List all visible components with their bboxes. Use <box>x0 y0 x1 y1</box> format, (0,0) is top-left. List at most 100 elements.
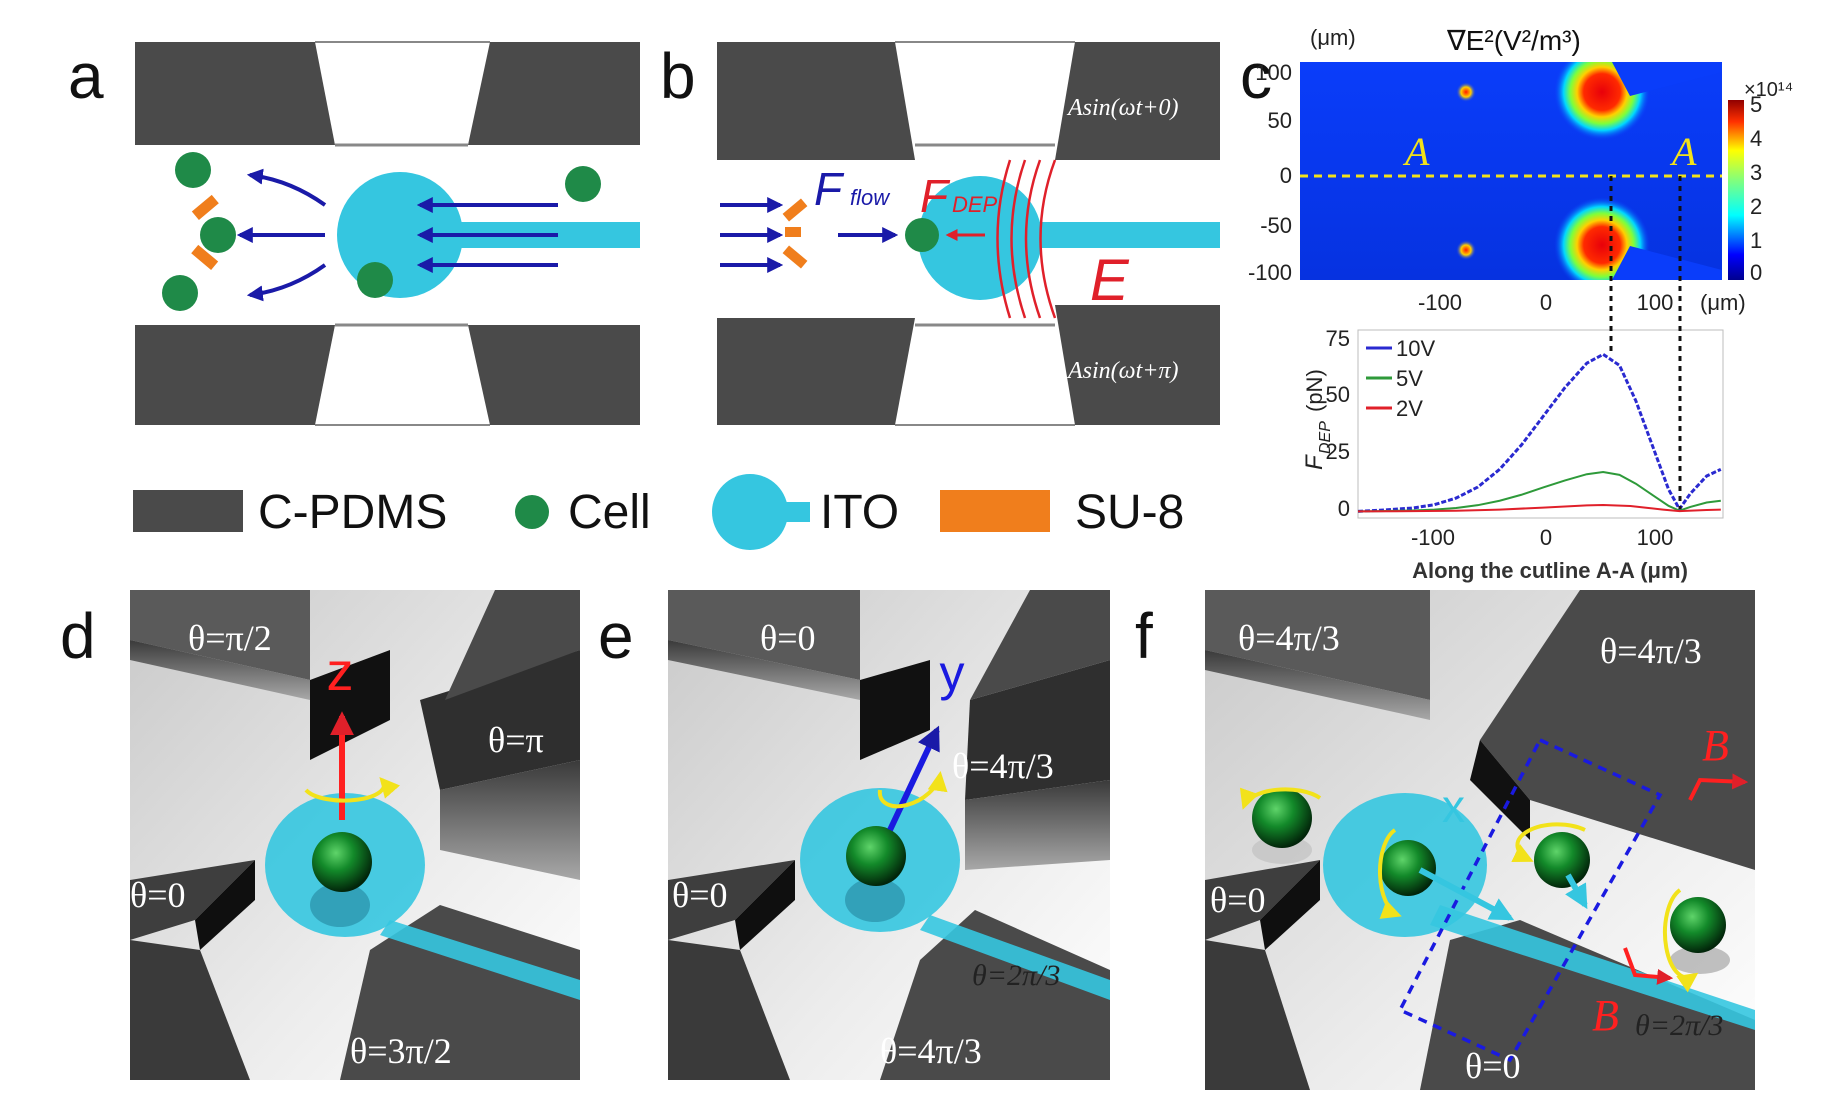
plot-y-tick: 75 <box>1326 326 1350 351</box>
colorbar-tick: 0 <box>1750 260 1762 285</box>
panel-f-label: f <box>1135 600 1153 672</box>
plot-y-ticks: 75 50 25 0 <box>1326 326 1350 521</box>
section-label-bottom: B <box>1592 991 1619 1040</box>
plot-y-tick: 50 <box>1326 382 1350 407</box>
plot-y-label-symbol: F <box>1301 454 1328 470</box>
plot-y-label-unit: (pN) <box>1302 369 1327 412</box>
colorbar-tick: 3 <box>1750 160 1762 185</box>
plot-x-tick: 0 <box>1540 525 1552 550</box>
axis-x-label: x <box>1442 780 1465 832</box>
map-x-tick: -100 <box>1418 290 1462 315</box>
field-e-label: E <box>1090 248 1130 313</box>
panel-a: a <box>68 40 640 426</box>
section-label-top: B <box>1702 721 1729 770</box>
rotation-direction-arrow-e <box>877 771 948 809</box>
cell-sphere-f <box>1534 832 1590 888</box>
panel-d-label: d <box>60 600 96 672</box>
panel-b-label: b <box>660 40 696 112</box>
theta-label: θ=0 <box>130 875 186 915</box>
panel-b: b Asin(ωt+0) Asin(ωt+π) <box>660 40 1220 426</box>
channel-walls-a <box>315 41 490 426</box>
legend-cpdms-label: C-PDMS <box>258 486 447 539</box>
field-map-title: ∇E²(V²/m³) <box>1446 25 1581 56</box>
map-y-ticks: 100 50 0 -50 -100 <box>1248 60 1292 285</box>
theta-label: θ=π <box>488 720 544 760</box>
legend: C-PDMS Cell ITO SU-8 <box>133 474 1184 550</box>
cutline-label-right: A <box>1669 129 1697 174</box>
legend-su8-swatch <box>940 490 1050 532</box>
su8-posts-b <box>782 198 808 269</box>
map-x-tick: 100 <box>1637 290 1674 315</box>
section-marker-bottom <box>1623 947 1674 985</box>
theta-label: θ=2π/3 <box>1635 1009 1723 1042</box>
map-x-tick: 0 <box>1540 290 1552 315</box>
rotation-axis-y-arrow <box>887 725 940 832</box>
scene-e <box>668 590 1110 1080</box>
map-y-tick: 50 <box>1268 108 1292 133</box>
plot-x-tick: -100 <box>1411 525 1455 550</box>
plot-y-tick: 25 <box>1326 439 1350 464</box>
cell-sphere-f <box>1380 840 1436 896</box>
theta-label: θ=π/2 <box>188 618 272 658</box>
panel-c-label: c <box>1240 40 1272 112</box>
cell-sphere-d <box>312 832 372 892</box>
rotation-axis-x-arrows <box>1418 867 1588 921</box>
electrode-a-bottom-left <box>135 325 335 425</box>
legend-cpdms-swatch <box>133 490 243 532</box>
rotation-direction-arrow-d <box>304 776 401 803</box>
theta-label: θ=0 <box>760 618 816 658</box>
plot-y-tick: 0 <box>1338 496 1350 521</box>
scene-f <box>1205 590 1755 1090</box>
series-line-5v <box>1357 470 1721 513</box>
plot-x-label: Along the cutline A-A (μm) <box>1412 558 1688 583</box>
panel-e: e y θ=0 θ=4π/3 θ=0 θ=2π/3 θ=4π/3 <box>598 590 1110 1080</box>
plot-y-label: F DEP (pN) <box>1301 369 1334 470</box>
su8-posts-a <box>191 194 219 270</box>
cells-f <box>1252 788 1730 974</box>
map-y-tick: -50 <box>1260 213 1292 238</box>
cross-section-box <box>1397 737 1663 1063</box>
axis-y-label: y <box>940 645 965 701</box>
legend-entry-2v: 2V <box>1396 396 1423 421</box>
electrode-a-top-right <box>468 42 640 145</box>
plot-series-group <box>1357 352 1722 513</box>
theta-label: θ=0 <box>1465 1046 1521 1086</box>
electrode-b-top-left <box>717 42 915 160</box>
electrode-b-top-right <box>1055 42 1220 160</box>
f-flow-subscript: flow <box>850 185 891 210</box>
cells-a <box>162 152 601 311</box>
trapped-cell-b <box>905 218 939 252</box>
colorbar-exponent: ×10¹⁴ <box>1744 79 1793 101</box>
legend-cell-label: Cell <box>568 486 651 539</box>
fdep-line-plot: 75 50 25 0 -100 0 100 F DEP (pN) Along t… <box>1301 176 1724 583</box>
plot-y-label-subscript: DEP <box>1317 421 1334 454</box>
panel-e-label: e <box>598 600 634 672</box>
panel-c: c ∇E²(V²/m³) (μm) A A 100 50 0 -50 -100 … <box>1240 25 1793 583</box>
electrode-b-bottom-right <box>1055 305 1220 425</box>
f-flow-symbol: F <box>814 163 845 215</box>
map-y-tick: -100 <box>1248 260 1292 285</box>
plot-frame <box>1357 329 1724 519</box>
cell-sphere-f <box>1670 897 1726 953</box>
flow-arrows-a <box>236 168 558 302</box>
legend-entry-5v: 5V <box>1396 366 1423 391</box>
panel-d: d z θ=π/2 θ=π θ=0 θ=3π/2 <box>60 590 580 1080</box>
colorbar-tick: 4 <box>1750 126 1762 151</box>
section-marker-top <box>1688 773 1749 801</box>
cell-sphere-f <box>1252 788 1312 848</box>
theta-label: θ=4π/3 <box>952 746 1054 786</box>
panel-a-label: a <box>68 40 104 112</box>
plot-x-ticks: -100 0 100 <box>1411 525 1673 550</box>
legend-su8-label: SU-8 <box>1075 486 1184 539</box>
map-y-unit: (μm) <box>1310 25 1356 50</box>
flow-arrows-b <box>720 197 899 273</box>
electric-field-lines-b <box>996 159 1057 319</box>
field-map <box>1300 62 1722 280</box>
theta-label: θ=4π/3 <box>1600 631 1702 671</box>
theta-label: θ=3π/2 <box>350 1031 452 1071</box>
voltage-top-label: Asin(ωt+0) <box>1066 95 1178 121</box>
map-x-unit: (μm) <box>1700 290 1746 315</box>
electrode-a-top-left <box>135 42 335 145</box>
